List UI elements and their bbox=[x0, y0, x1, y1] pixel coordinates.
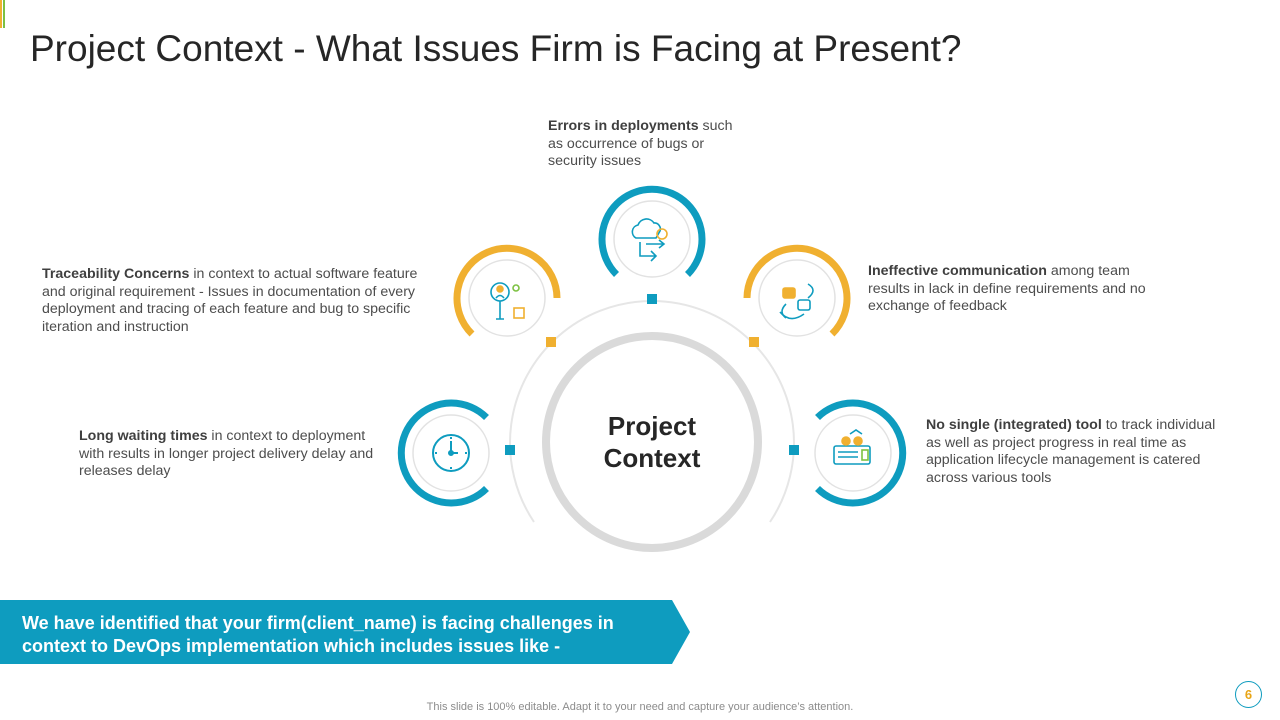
center-ring bbox=[542, 332, 762, 552]
item-traceability-concerns: Traceability Concerns in context to actu… bbox=[42, 266, 432, 336]
item-text: to track individual as well as project p… bbox=[926, 417, 1216, 486]
connector-top bbox=[647, 294, 657, 304]
connector-lower-left bbox=[505, 445, 515, 455]
item-text: in context to deployment with results in… bbox=[79, 428, 374, 479]
clock-icon bbox=[432, 434, 470, 472]
item-errors-in-deployments: Errors in deployments such as occurrence… bbox=[548, 118, 748, 171]
item-bold: Ineffective communication bbox=[868, 263, 1047, 279]
item-bold: Errors in deployments bbox=[548, 118, 699, 134]
accent-bar bbox=[0, 0, 5, 28]
banner-line-2: context to DevOps implementation which i… bbox=[22, 636, 561, 656]
banner-line-1: We have identified that your firm(client… bbox=[22, 613, 614, 633]
cloud-gear-icon bbox=[631, 218, 668, 262]
item-no-single-integrated-tool: No single (integrated) tool to track ind… bbox=[926, 417, 1231, 487]
connector-upper-right bbox=[749, 337, 759, 347]
integrated-tool-icon bbox=[833, 429, 871, 465]
item-text: among team results in lack in define req… bbox=[868, 263, 1146, 314]
node-errors-in-deployments bbox=[598, 185, 706, 278]
item-bold: Long waiting times bbox=[79, 428, 208, 444]
connector-upper-left bbox=[546, 337, 556, 347]
node-long-waiting-times bbox=[397, 399, 490, 507]
slide-title: Project Context - What Issues Firm is Fa… bbox=[30, 28, 962, 69]
accent-bar-gold bbox=[0, 0, 2, 28]
item-bold: Traceability Concerns bbox=[42, 266, 190, 282]
item-text: in context to actual software feature an… bbox=[42, 266, 418, 335]
summary-banner bbox=[0, 600, 690, 664]
center-label-line1: Project bbox=[608, 411, 696, 441]
center-label-line2: Context bbox=[604, 443, 701, 473]
item-long-waiting-times: Long waiting times in context to deploym… bbox=[79, 428, 379, 481]
footer-note: This slide is 100% editable. Adapt it to… bbox=[426, 701, 854, 713]
item-bold: No single (integrated) tool bbox=[926, 417, 1102, 433]
page-number: 6 bbox=[1235, 681, 1262, 708]
node-no-single-integrated-tool bbox=[814, 399, 907, 507]
magnifier-person-icon bbox=[490, 282, 525, 320]
node-ineffective-communication bbox=[743, 244, 851, 337]
accent-bar-green bbox=[3, 0, 5, 28]
communication-icon bbox=[779, 283, 814, 320]
item-ineffective-communication: Ineffective communication among team res… bbox=[868, 263, 1168, 316]
connector-lower-right bbox=[789, 445, 799, 455]
item-text: such as occurrence of bugs or security i… bbox=[548, 118, 733, 169]
node-traceability-concerns bbox=[453, 244, 561, 337]
summary-banner-text: We have identified that your firm(client… bbox=[22, 612, 682, 658]
